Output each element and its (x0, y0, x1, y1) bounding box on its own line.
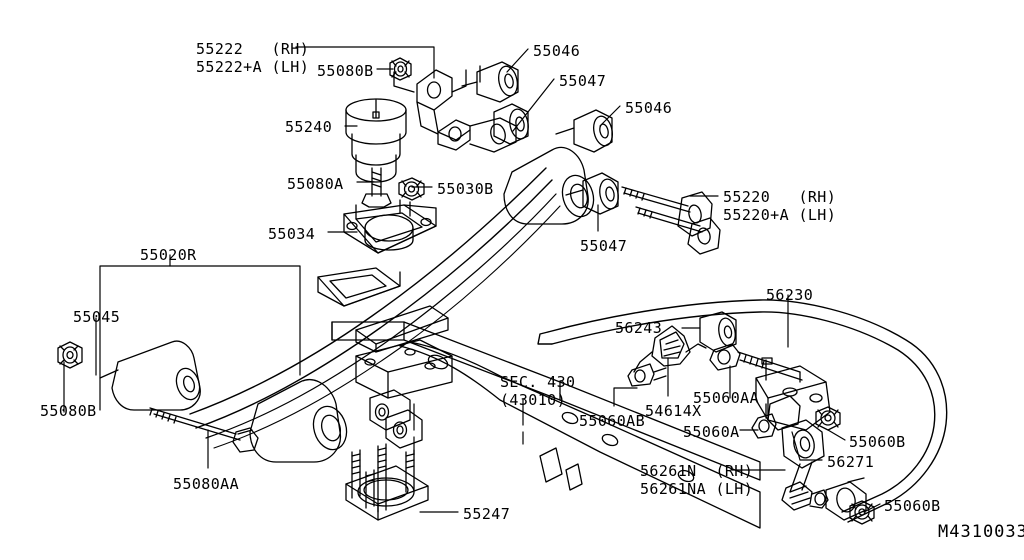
bolt-55060A (751, 403, 777, 439)
spring-seat-plate-55034 (317, 199, 437, 307)
label-55080B-left: 55080B (40, 402, 97, 420)
label-55060B-upper: 55060B (849, 433, 906, 451)
bushing-55047-upper (493, 103, 529, 145)
bolt-55080A (361, 167, 392, 208)
bolt-55060AB (627, 363, 667, 387)
label-55080AA: 55080AA (173, 475, 240, 493)
shackle-bracket-55222 (393, 65, 517, 153)
stabilizer-bushing-56243 (699, 311, 737, 353)
label-55030B: 55030B (437, 180, 494, 198)
label-55080B: 55080B (317, 62, 374, 80)
label-55247: 55247 (463, 505, 511, 523)
label-55222: 55222 (RH) 55222+A (LH) (196, 40, 310, 76)
label-55080A: 55080A (287, 175, 344, 193)
bolt-55080AA (149, 407, 259, 453)
shackle-assembly-55220 (621, 186, 721, 255)
stabilizer-bar-56230 (537, 299, 948, 523)
drawing-number: M4310033 (938, 522, 1024, 542)
chassis-frame-rail (331, 305, 761, 529)
stabilizer-bracket-56271 (755, 357, 831, 431)
bolt-55060AA (709, 343, 803, 381)
label-55240: 55240 (285, 118, 333, 136)
bushing-55046-upper (461, 61, 519, 103)
nut-55080B-left (57, 341, 83, 369)
label-55034: 55034 (268, 225, 316, 243)
nut-55030B (398, 177, 425, 217)
nut-55060B-upper (815, 406, 841, 431)
label-55047-upper: 55047 (559, 72, 607, 90)
label-56230: 56230 (766, 286, 814, 304)
leader-lines (63, 46, 881, 513)
section-reference-line2: (43010) (500, 391, 567, 409)
label-55060B-lower: 55060B (884, 497, 941, 515)
u-bolt-seat-55247 (345, 443, 429, 521)
connecting-rod-56261N (781, 419, 867, 521)
label-55020R: 55020R (140, 246, 197, 264)
label-55047-lower: 55047 (580, 237, 628, 255)
label-55046-right: 55046 (625, 99, 673, 117)
section-reference-line1: SEC. 430 (500, 373, 576, 391)
label-55060A: 55060A (683, 423, 740, 441)
label-55060AA: 55060AA (693, 389, 760, 407)
bushing-55046-right (555, 109, 613, 153)
label-56261N: 56261N (RH) 56261NA (LH) (640, 462, 754, 498)
spring-eye-bushing-55045 (99, 340, 201, 411)
label-55060AB: 55060AB (579, 412, 646, 430)
label-55045: 55045 (73, 308, 121, 326)
label-56243: 56243 (615, 319, 663, 337)
nut-55080B-upper (389, 57, 412, 81)
label-55046-upper: 55046 (533, 42, 581, 60)
stabilizer-clamp-54614X (633, 325, 707, 373)
label-56271: 56271 (827, 453, 875, 471)
label-54614X: 54614X (645, 402, 702, 420)
bump-stopper-55240 (345, 98, 407, 183)
bushing-55047-lower (565, 172, 619, 215)
label-55220: 55220 (RH) 55220+A (LH) (723, 188, 837, 224)
